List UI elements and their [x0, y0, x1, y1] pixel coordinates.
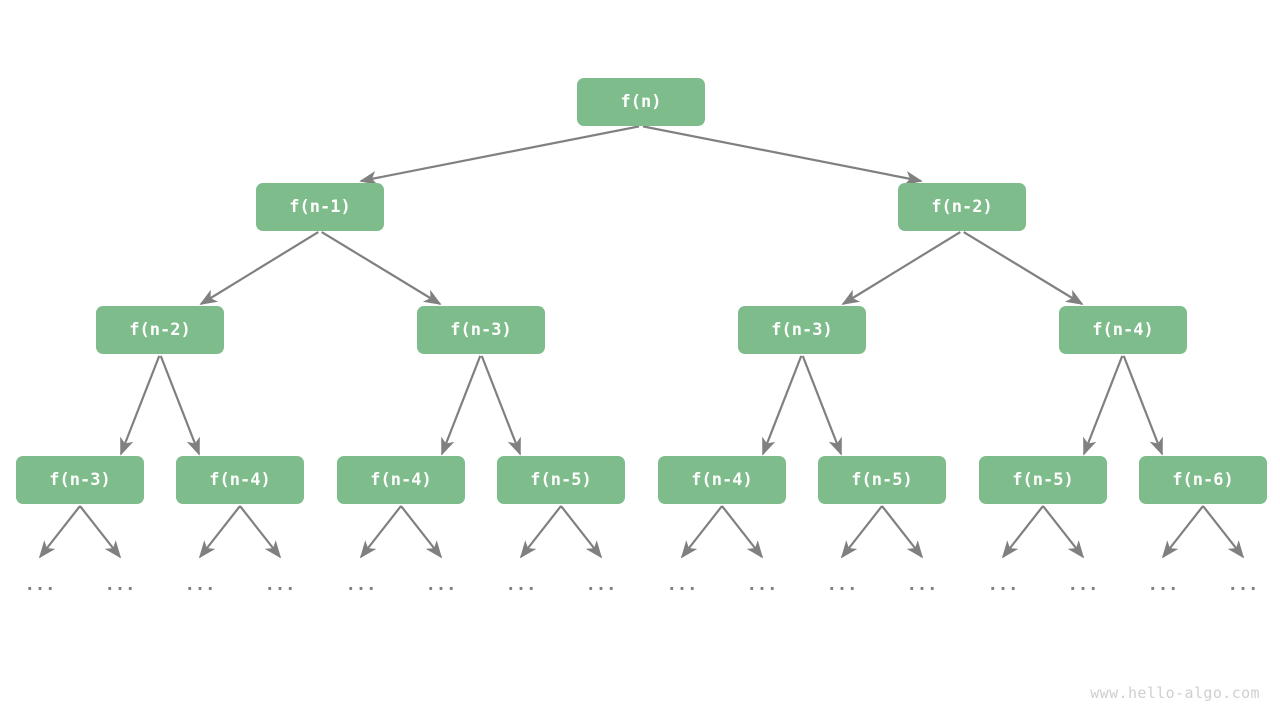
- ellipsis-marker: ...: [1067, 575, 1099, 595]
- tree-leaf-edge: [198, 505, 241, 559]
- tree-edge: [1122, 355, 1164, 456]
- tree-leaf-edge: [881, 505, 924, 559]
- tree-edge: [359, 125, 640, 185]
- tree-leaf-edge: [680, 505, 723, 559]
- tree-node[interactable]: f(n-4): [337, 456, 465, 504]
- tree-node[interactable]: f(n-4): [176, 456, 304, 504]
- ellipsis-marker: ...: [585, 575, 617, 595]
- tree-leaf-edge: [519, 505, 562, 559]
- ellipsis-marker: ...: [24, 575, 56, 595]
- tree-edge: [841, 231, 961, 305]
- ellipsis-marker: ...: [746, 575, 778, 595]
- tree-edge: [761, 355, 803, 456]
- tree-edge: [321, 231, 442, 305]
- tree-leaf-edge: [38, 505, 81, 559]
- ellipsis-marker: ...: [425, 575, 457, 595]
- tree-node[interactable]: f(n-3): [16, 456, 144, 504]
- tree-leaf-edge: [1001, 505, 1044, 559]
- tree-node[interactable]: f(n-4): [658, 456, 786, 504]
- tree-edge: [1082, 355, 1124, 456]
- tree-node[interactable]: f(n-3): [738, 306, 866, 354]
- ellipsis-marker: ...: [345, 575, 377, 595]
- tree-node[interactable]: f(n-5): [818, 456, 946, 504]
- ellipsis-marker: ...: [1227, 575, 1259, 595]
- tree-leaf-edge: [400, 505, 443, 559]
- tree-edge: [159, 355, 201, 456]
- tree-edge: [642, 125, 923, 185]
- tree-node[interactable]: f(n-1): [256, 183, 384, 231]
- tree-leaf-edge: [359, 505, 402, 559]
- tree-leaf-edge: [1042, 505, 1085, 559]
- tree-edge: [119, 355, 161, 456]
- tree-node[interactable]: f(n-5): [497, 456, 625, 504]
- ellipsis-marker: ...: [987, 575, 1019, 595]
- ellipsis-marker: ...: [666, 575, 698, 595]
- tree-leaf-edge: [560, 505, 603, 559]
- watermark: www.hello-algo.com: [1090, 684, 1260, 702]
- ellipsis-marker: ...: [264, 575, 296, 595]
- tree-edge: [440, 355, 482, 456]
- tree-node[interactable]: f(n-5): [979, 456, 1107, 504]
- tree-leaf-edge: [721, 505, 764, 559]
- tree-leaf-edge: [840, 505, 883, 559]
- tree-node[interactable]: f(n-6): [1139, 456, 1267, 504]
- ellipsis-marker: ...: [104, 575, 136, 595]
- tree-node[interactable]: f(n-2): [898, 183, 1026, 231]
- tree-leaf-edge: [239, 505, 282, 559]
- tree-node[interactable]: f(n-2): [96, 306, 224, 354]
- tree-leaf-edge: [1202, 505, 1245, 559]
- tree-node[interactable]: f(n-4): [1059, 306, 1187, 354]
- ellipsis-marker: ...: [184, 575, 216, 595]
- tree-edge: [199, 231, 319, 305]
- tree-edge: [963, 231, 1084, 305]
- ellipsis-marker: ...: [505, 575, 537, 595]
- tree-node[interactable]: f(n-3): [417, 306, 545, 354]
- ellipsis-marker: ...: [826, 575, 858, 595]
- ellipsis-marker: ...: [906, 575, 938, 595]
- tree-node[interactable]: f(n): [577, 78, 705, 126]
- tree-leaf-edge: [79, 505, 122, 559]
- ellipsis-marker: ...: [1147, 575, 1179, 595]
- tree-edge: [480, 355, 522, 456]
- tree-edge: [801, 355, 843, 456]
- tree-leaf-edge: [1161, 505, 1204, 559]
